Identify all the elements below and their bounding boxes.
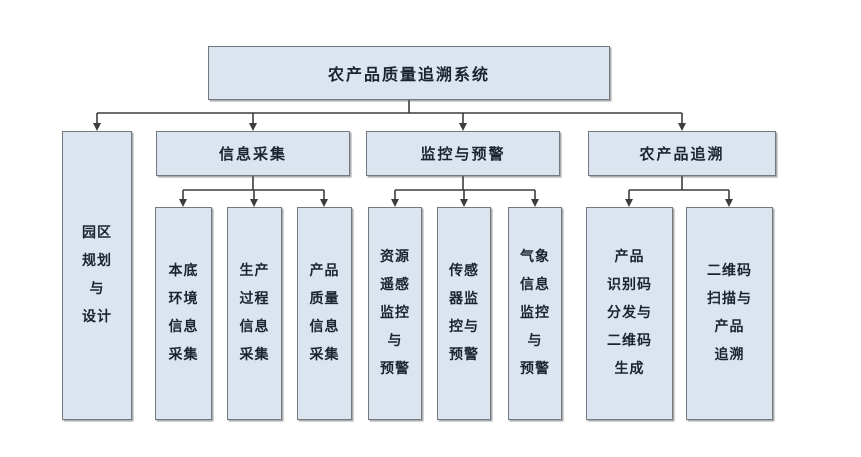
- arrow-down-icon: [93, 123, 101, 131]
- node-background-env-info: 本底 环境 信息 采集: [155, 207, 212, 420]
- arrow-down-icon: [725, 199, 733, 207]
- node-qr-scan-trace: 二维码 扫描与 产品 追溯: [686, 207, 773, 420]
- connector-info-collection: [179, 176, 328, 207]
- arrow-down-icon: [250, 199, 258, 207]
- node-id-code-qr-generation: 产品 识别码 分发与 二维码 生成: [586, 207, 673, 420]
- arrow-down-icon: [625, 199, 633, 207]
- arrow-down-icon: [460, 199, 468, 207]
- node-info-collection: 信息采集: [156, 131, 350, 176]
- arrow-down-icon: [179, 199, 187, 207]
- node-weather-info-monitor: 气象 信息 监控 与 预警: [508, 207, 562, 420]
- arrow-down-icon: [320, 199, 328, 207]
- node-remote-sensing-monitor: 资源 遥感 监控 与 预警: [368, 207, 422, 420]
- node-production-process-info: 生产 过程 信息 采集: [227, 207, 282, 420]
- node-product-trace: 农产品追溯: [588, 131, 776, 176]
- node-root-system: 农产品质量追溯系统: [208, 46, 610, 100]
- node-park-planning-design: 园区 规划 与 设计: [62, 131, 132, 420]
- connector-product-trace: [625, 176, 733, 207]
- arrow-down-icon: [391, 199, 399, 207]
- node-sensor-monitor: 传感 器监 控与 预警: [437, 207, 491, 420]
- node-monitor-warning: 监控与预警: [366, 131, 560, 176]
- connector-monitor-warning: [391, 176, 539, 207]
- arrow-down-icon: [678, 123, 686, 131]
- connector-root-to-level2: [93, 100, 686, 131]
- node-product-quality-info: 产品 质量 信息 采集: [297, 207, 352, 420]
- arrow-down-icon: [459, 123, 467, 131]
- arrow-down-icon: [249, 123, 257, 131]
- arrow-down-icon: [531, 199, 539, 207]
